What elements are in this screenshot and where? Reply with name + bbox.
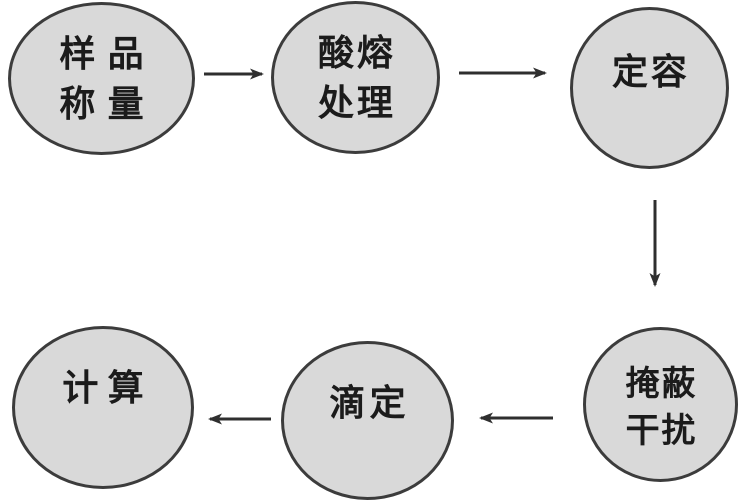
node-sample-weighing: 样品 称量 — [8, 2, 195, 155]
node-label-line: 滴定 — [329, 381, 410, 423]
node-titration: 滴定 — [281, 341, 454, 500]
node-label: 滴定 — [325, 378, 410, 428]
node-label-line: 掩蔽 — [625, 364, 698, 403]
node-label: 定容 — [609, 47, 690, 97]
node-label-line: 计算 — [62, 366, 154, 408]
node-label: 掩蔽 干扰 — [624, 361, 697, 455]
node-label: 计算 — [53, 363, 153, 413]
node-label-line: 酸熔 — [318, 31, 396, 73]
node-label: 样品 称量 — [47, 29, 156, 128]
node-label: 酸熔 处理 — [315, 28, 396, 127]
node-label-line: 称量 — [59, 82, 156, 124]
node-label-line: 干扰 — [625, 411, 698, 450]
node-label-line: 处理 — [318, 81, 396, 123]
node-constant-volume: 定容 — [570, 7, 729, 169]
node-masking-interference: 掩蔽 干扰 — [583, 327, 738, 482]
node-label-line: 样品 — [59, 32, 156, 74]
node-acid-fusion-treatment: 酸熔 处理 — [271, 1, 440, 154]
node-calculation: 计算 — [12, 326, 194, 489]
node-label-line: 定容 — [612, 51, 690, 93]
